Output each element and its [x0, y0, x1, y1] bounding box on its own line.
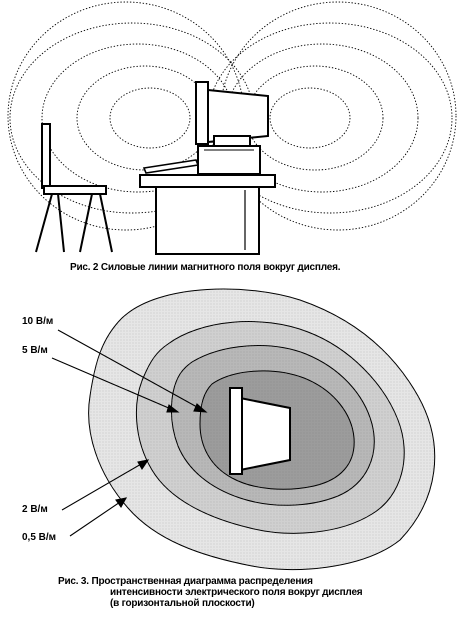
leader-10	[57, 329, 207, 413]
label-10-v-m: 10 В/м	[22, 316, 54, 327]
leader-2	[61, 459, 149, 511]
leader-lines	[51, 329, 208, 537]
field-line	[207, 22, 453, 214]
chair-leg	[79, 193, 93, 253]
chair	[35, 123, 113, 253]
arrowhead	[193, 403, 208, 413]
leader-5	[51, 357, 179, 413]
figure-electric-field	[0, 280, 459, 627]
leader-0-5	[69, 497, 127, 537]
magnetic-field-diagram	[7, 1, 457, 255]
figure3-caption-line2: интенсивности электрического поля вокруг…	[110, 587, 363, 598]
desk	[139, 174, 276, 255]
desk-top	[139, 174, 276, 188]
monitor-top-screen	[229, 387, 243, 475]
figure3-caption: Рис. 3. Пространственная диаграмма распр…	[58, 576, 363, 609]
chair-leg	[35, 193, 53, 253]
field-line	[219, 1, 457, 231]
monitor	[195, 81, 269, 147]
field-line	[76, 65, 214, 171]
chair-seat	[43, 185, 107, 195]
arrowhead	[115, 497, 128, 509]
keyboard-body	[142, 159, 200, 174]
figure-magnetic-field	[0, 0, 459, 280]
system-unit	[197, 145, 261, 175]
label-0-5-v-m: 0,5 В/м	[22, 532, 57, 543]
monitor-housing	[207, 88, 269, 144]
field-line	[225, 43, 419, 193]
monitor-stand	[213, 135, 251, 147]
label-5-v-m: 5 В/м	[22, 345, 48, 356]
chair-leg	[99, 193, 113, 253]
desk-body	[155, 186, 260, 255]
monitor-top-housing	[239, 396, 291, 472]
keyboard	[142, 159, 200, 174]
chair-leg	[57, 193, 65, 253]
monitor-top-view	[229, 387, 291, 475]
figure2-caption: Рис. 2 Силовые линии магнитного поля вок…	[70, 262, 341, 273]
label-2-v-m: 2 В/м	[22, 504, 48, 515]
electric-field-diagram	[51, 288, 436, 571]
figure3-caption-line1: Рис. 3. Пространственная диаграмма распр…	[58, 576, 313, 587]
chair-back	[41, 123, 51, 189]
arrowhead	[137, 459, 150, 471]
monitor-screen	[195, 81, 209, 145]
field-line	[269, 87, 351, 149]
field-line	[109, 87, 191, 149]
figure3-caption-line3: (в горизонтальной плоскости)	[110, 598, 255, 609]
arrowhead	[166, 404, 180, 413]
